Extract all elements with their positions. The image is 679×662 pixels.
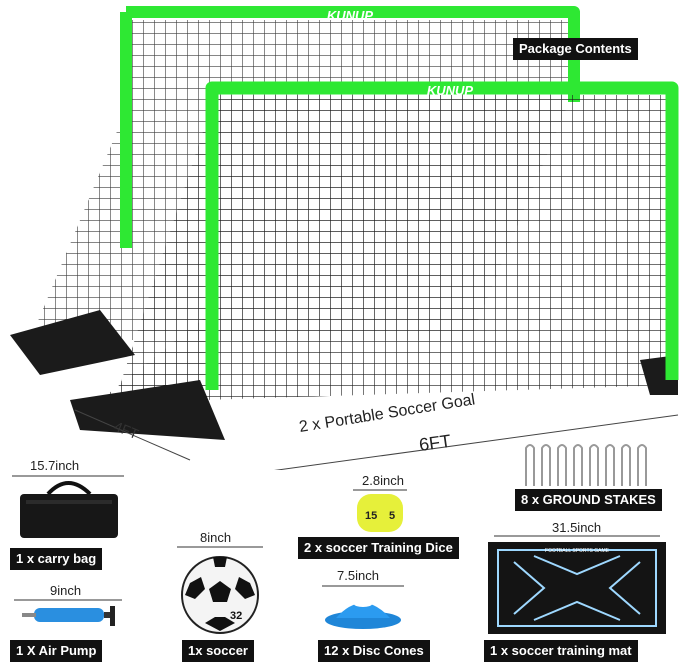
carry-bag-size: 15.7inch (30, 458, 80, 473)
soccer-ball-size: 8inch (200, 530, 232, 545)
disc-cones-image (322, 585, 404, 629)
goals-illustration: KUNUP KUNUP 4FT 6FT 2 x Portable Soccer … (10, 6, 679, 470)
training-dice-label: 2 x soccer Training Dice (298, 537, 459, 559)
carry-bag-label: 1 x carry bag (10, 548, 103, 570)
training-mat-size: 31.5inch (552, 520, 602, 535)
air-pump-image (14, 599, 122, 626)
goal-caption: 2 x Portable Soccer Goal (298, 391, 476, 436)
disc-cones-size: 7.5inch (337, 568, 379, 583)
training-dice-size: 2.8inch (362, 473, 404, 488)
dice-face-2: 5 (389, 510, 395, 522)
ground-stakes-image (525, 444, 647, 486)
training-mat-image: FOOTBALL SPORTS GAME (488, 535, 666, 634)
training-mat-label: 1 x soccer training mat (484, 640, 638, 662)
training-dice-image: 15 5 (353, 489, 407, 532)
air-pump-label: 1 X Air Pump (10, 640, 103, 662)
back-goal-base (10, 310, 135, 375)
air-pump-size: 9inch (50, 583, 82, 598)
training-mat-print: FOOTBALL SPORTS GAME (545, 548, 610, 554)
disc-cones-label: 12 x Disc Cones (318, 640, 430, 662)
front-goal-logo: KUNUP (427, 83, 474, 98)
soccer-ball-label: 1x soccer (182, 640, 254, 662)
package-contents-title: Package Contents (513, 38, 638, 60)
goal-width-label: 6FT (418, 431, 452, 455)
dice-face-1: 15 (365, 510, 377, 522)
front-goal-base (70, 380, 225, 440)
front-goal: KUNUP (70, 81, 679, 440)
soccer-ball-number: 32 (230, 610, 242, 622)
ground-stakes-label: 8 x GROUND STAKES (515, 489, 662, 511)
soccer-ball-image: 32 (177, 546, 263, 634)
back-goal-logo: KUNUP (327, 8, 374, 23)
carry-bag-image (12, 475, 124, 538)
